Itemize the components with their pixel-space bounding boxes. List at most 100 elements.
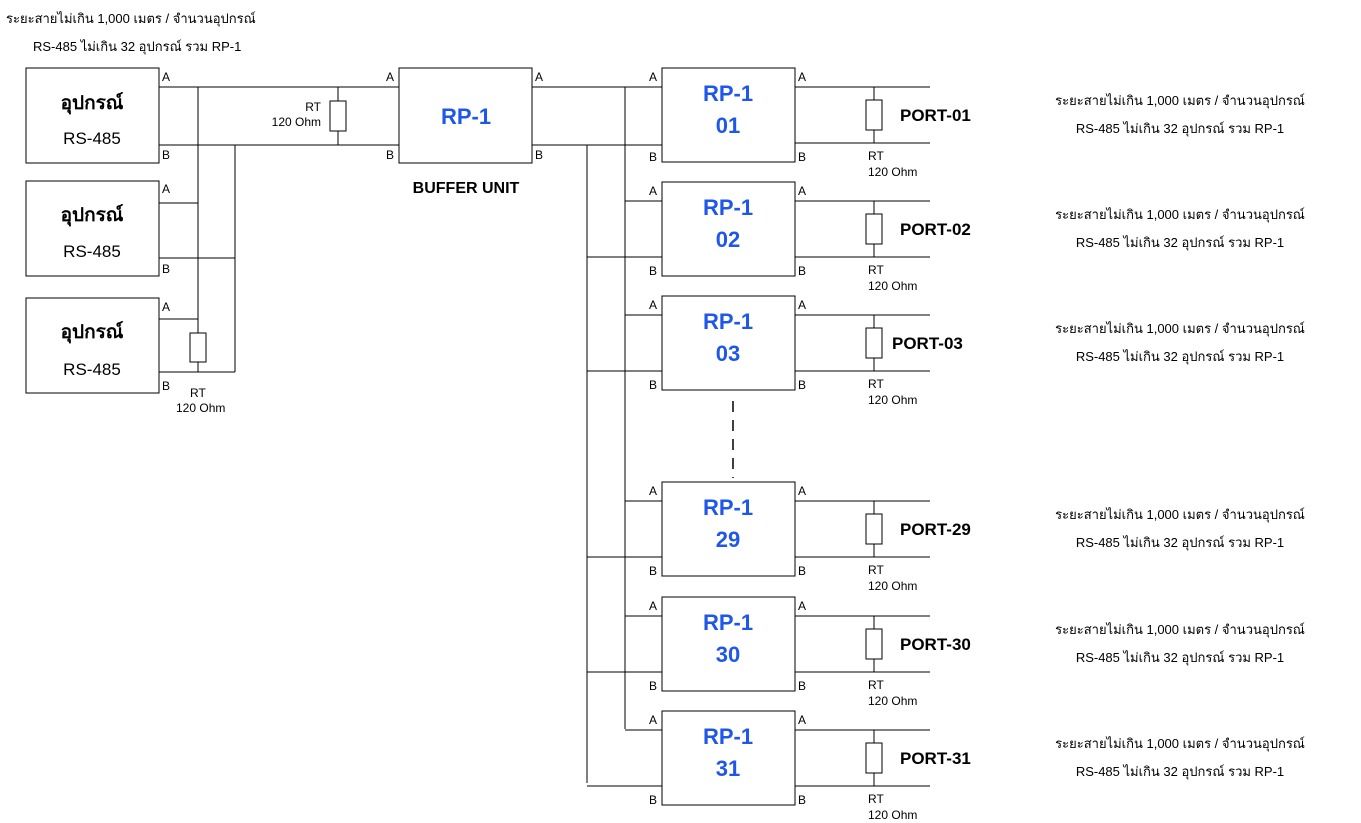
port-label: PORT-03 (892, 334, 963, 353)
repeater-label: RP-1 (703, 610, 753, 635)
port-note-line1: ระยะสายไม่เกิน 1,000 เมตร / จำนวนอุปกรณ์ (1055, 736, 1305, 752)
port-terminator-rt: RT (868, 792, 884, 806)
device-2-type: RS-485 (63, 242, 121, 261)
device-1-a: A (162, 70, 170, 84)
repeater-in-a: A (649, 184, 657, 198)
device-group: อุปกรณ์ RS-485 A B อุปกรณ์ RS-485 A B อุ… (25, 67, 399, 415)
repeater-out-a: A (798, 298, 806, 312)
port-terminator-value: 120 Ohm (868, 279, 917, 293)
port-label: PORT-01 (900, 106, 971, 125)
device-terminator-resistor (189, 332, 207, 363)
repeater-out-b: B (798, 264, 806, 278)
buffer-caption: BUFFER UNIT (413, 180, 520, 197)
port-note-line2: RS-485 ไม่เกิน 32 อุปกรณ์ รวม RP-1 (1076, 121, 1284, 137)
repeater-out-a: A (798, 599, 806, 613)
repeater-number: 01 (716, 113, 740, 138)
bus-terminator-rt: RT (305, 100, 321, 114)
note-top-line1: ระยะสายไม่เกิน 1,000 เมตร / จำนวนอุปกรณ์ (6, 11, 256, 27)
bus-terminator-value: 120 Ohm (272, 115, 321, 129)
bus-terminator-resistor (329, 100, 347, 132)
repeater-number: 31 (716, 756, 740, 781)
repeater-number: 02 (716, 227, 740, 252)
device-3-label: อุปกรณ์ (61, 321, 124, 344)
port-terminator-rt: RT (868, 563, 884, 577)
buffer-unit: RP-1 BUFFER UNIT A B A B (386, 67, 543, 197)
repeater-label: RP-1 (703, 724, 753, 749)
device-2-label: อุปกรณ์ (61, 204, 124, 227)
device-1: อุปกรณ์ RS-485 A B (25, 67, 170, 164)
port-note-line1: ระยะสายไม่เกิน 1,000 เมตร / จำนวนอุปกรณ์ (1055, 93, 1305, 109)
port-note-line1: ระยะสายไม่เกิน 1,000 เมตร / จำนวนอุปกรณ์ (1055, 321, 1305, 337)
repeater-in-a: A (649, 70, 657, 84)
device-terminator-rt: RT (190, 386, 206, 400)
port-note-line1: ระยะสายไม่เกิน 1,000 เมตร / จำนวนอุปกรณ์ (1055, 207, 1305, 223)
port-note-line2: RS-485 ไม่เกิน 32 อุปกรณ์ รวม RP-1 (1076, 650, 1284, 666)
repeater-in-b: B (649, 150, 657, 164)
device-1-b: B (162, 148, 170, 162)
buffer-out-a: A (535, 70, 543, 84)
port-note-line1: ระยะสายไม่เกิน 1,000 เมตร / จำนวนอุปกรณ์ (1055, 507, 1305, 523)
repeater-box (661, 710, 796, 806)
repeater-30: RP-1 30 A B A B RT 120 Ohm PORT-30 ระยะสายไม่เกิน… (587, 596, 1305, 708)
device-2-a: A (162, 182, 170, 196)
device-3-b: B (162, 379, 170, 393)
device-3-a: A (162, 300, 170, 314)
device-1-label: อุปกรณ์ (61, 92, 124, 115)
buffer-in-a: A (386, 70, 394, 84)
device-terminator-value: 120 Ohm (176, 401, 225, 415)
port-terminator-value: 120 Ohm (868, 694, 917, 708)
device-3-type: RS-485 (63, 360, 121, 379)
device-wiring: RT 120 Ohm (159, 86, 399, 415)
note-top-line2: RS-485 ไม่เกิน 32 อุปกรณ์ รวม RP-1 (33, 39, 241, 55)
repeater-label: RP-1 (703, 81, 753, 106)
port-terminator-value: 120 Ohm (868, 165, 917, 179)
port-terminator-value: 120 Ohm (868, 808, 917, 822)
repeater-box (661, 481, 796, 577)
repeater-label: RP-1 (703, 309, 753, 334)
repeater-number: 30 (716, 642, 740, 667)
port-note-line2: RS-485 ไม่เกิน 32 อุปกรณ์ รวม RP-1 (1076, 235, 1284, 251)
trunk-wiring (532, 86, 734, 783)
repeater-box (661, 596, 796, 692)
repeater-in-b: B (649, 679, 657, 693)
port-terminator-value: 120 Ohm (868, 579, 917, 593)
repeater-label: RP-1 (703, 195, 753, 220)
port-note-line1: ระยะสายไม่เกิน 1,000 เมตร / จำนวนอุปกรณ์ (1055, 622, 1305, 638)
repeater-out-a: A (798, 713, 806, 727)
repeater-out-b: B (798, 378, 806, 392)
repeater-out-a: A (798, 484, 806, 498)
device-2: อุปกรณ์ RS-485 A B (25, 180, 170, 277)
repeater-in-a: A (649, 484, 657, 498)
port-terminator-resistor (865, 628, 883, 660)
repeater-out-b: B (798, 150, 806, 164)
repeater-label: RP-1 (703, 495, 753, 520)
device-1-type: RS-485 (63, 129, 121, 148)
repeater-out-b: B (798, 679, 806, 693)
port-terminator-resistor (865, 327, 883, 359)
port-label: PORT-30 (900, 635, 971, 654)
port-terminator-rt: RT (868, 377, 884, 391)
repeater-out-b: B (798, 564, 806, 578)
bus-terminator: RT 120 Ohm (272, 87, 347, 145)
buffer-out-b: B (535, 148, 543, 162)
buffer-in-b: B (386, 148, 394, 162)
port-terminator-resistor (865, 742, 883, 774)
repeater-in-a: A (649, 599, 657, 613)
repeater-in-b: B (649, 378, 657, 392)
port-note-line2: RS-485 ไม่เกิน 32 อุปกรณ์ รวม RP-1 (1076, 764, 1284, 780)
port-terminator-resistor (865, 213, 883, 245)
port-terminator-rt: RT (868, 149, 884, 163)
repeater-out-b: B (798, 793, 806, 807)
port-terminator-rt: RT (868, 678, 884, 692)
repeater-box (661, 67, 796, 163)
repeater-box (661, 181, 796, 277)
port-terminator-rt: RT (868, 263, 884, 277)
port-label: PORT-02 (900, 220, 971, 239)
repeater-number: 29 (716, 527, 740, 552)
